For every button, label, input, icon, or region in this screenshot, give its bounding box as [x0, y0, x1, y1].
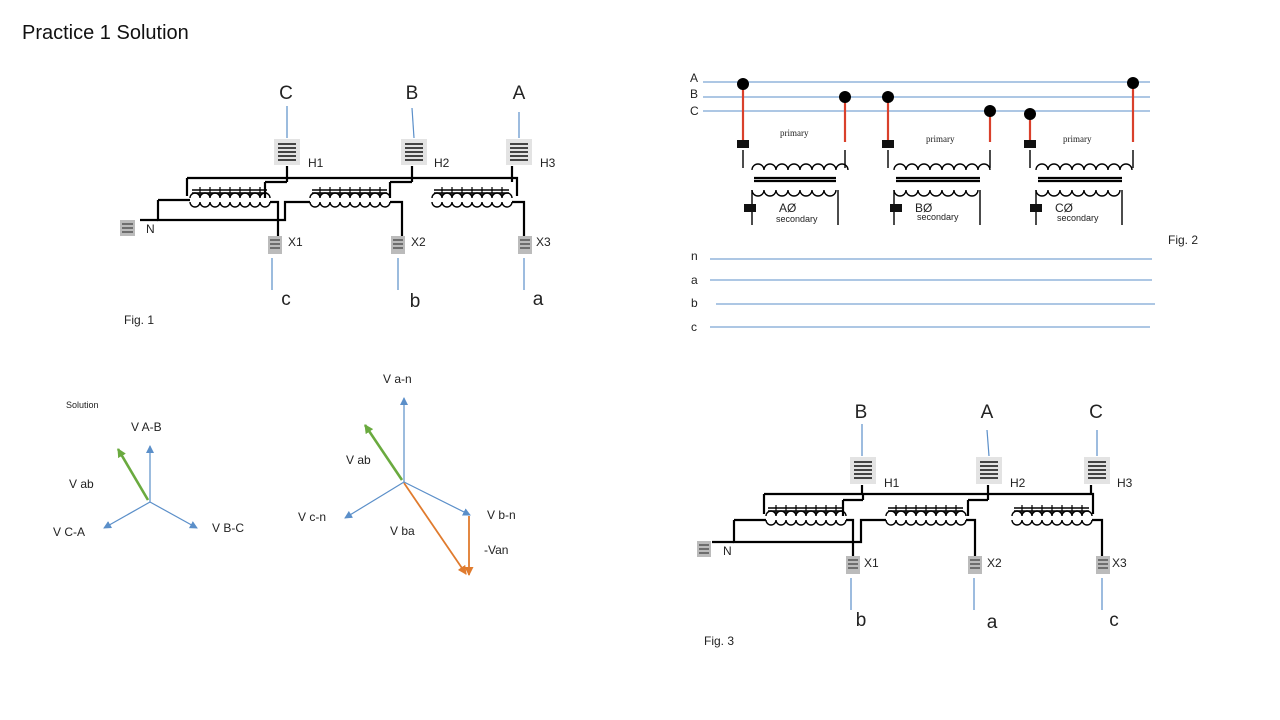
fig3-sec-label-b: b	[856, 610, 867, 631]
phasor-vca-label: V C-A	[53, 525, 85, 539]
fig2-t1-primary-label: primary	[780, 128, 809, 138]
fig1-sec-label-a: a	[533, 289, 544, 310]
fig3-line-label-b: B	[855, 402, 868, 423]
solution-heading: Solution	[66, 400, 99, 410]
fig1-neutral-bushing-icon	[120, 220, 135, 236]
fig3-h2-label: H2	[1010, 476, 1026, 490]
phasor-vcn-label: V c-n	[298, 510, 326, 524]
fig3-sec-label-c: c	[1109, 610, 1119, 631]
fig1-x3-bushing-icon	[518, 236, 532, 254]
fig2-bus-a-sec-label: a	[691, 273, 698, 287]
fig1-h2-label: H2	[434, 156, 450, 170]
fig3-line-label-a: A	[981, 402, 994, 423]
fig3-diagram: B A C H1 H2 H3	[697, 402, 1133, 648]
fig1-line-label-b: B	[406, 83, 419, 104]
fig2-caption: Fig. 2	[1168, 233, 1198, 247]
fig3-neutral-bushing-icon	[697, 541, 711, 557]
fig1-x2-bushing-icon	[391, 236, 405, 254]
fig1-x1-bushing-icon	[268, 236, 282, 254]
fig2-bus-c-sec-label: c	[691, 320, 697, 334]
solution-phasors: Solution V A-B V ab V C-A V B-C V a-n V …	[53, 372, 516, 576]
fig3-h1-label: H1	[884, 476, 900, 490]
fig3-x2-bushing-icon	[968, 556, 982, 574]
fig2-t3-phase-label: CØ	[1055, 201, 1073, 215]
phasor-vbc-label: V B-C	[212, 521, 244, 535]
fig1-x1-label: X1	[288, 235, 303, 249]
fig3-caption: Fig. 3	[704, 634, 734, 648]
fig2-t2-phase-label: BØ	[915, 201, 932, 215]
phasor-vab-left-label: V ab	[69, 477, 94, 491]
fig3-neutral-label: N	[723, 544, 732, 558]
fig2-diagram: A B C primary AØ secondary primary	[690, 71, 1198, 334]
fig1-neutral-label: N	[146, 222, 155, 236]
fig2-t1-secondary-label: secondary	[776, 214, 818, 224]
fig1-h2-bushing-icon	[401, 139, 427, 165]
fig1-caption: Fig. 1	[124, 313, 154, 327]
fig1-line-label-a: A	[513, 83, 526, 104]
fig3-h1-bushing-icon	[850, 457, 876, 484]
fig3-h3-bushing-icon	[1084, 457, 1110, 484]
fig3-line-label-c: C	[1089, 402, 1103, 423]
phasor-vab-right-label: V ab	[346, 453, 371, 467]
fig2-bus-b-sec-label: b	[691, 296, 698, 310]
fig1-x3-label: X3	[536, 235, 551, 249]
fig3-x3-bushing-icon	[1096, 556, 1110, 574]
phasor-vbn-label: V b-n	[487, 508, 516, 522]
fig2-t3-primary-label: primary	[1063, 134, 1092, 144]
fig2-bus-b-label: B	[690, 87, 698, 101]
fig1-line-label-c: C	[279, 83, 293, 104]
fig1-h1-bushing-icon	[274, 139, 300, 165]
fig1-h1-label: H1	[308, 156, 324, 170]
phasor-neg-van-label: -Van	[484, 543, 508, 557]
fig2-t1-phase-label: AØ	[779, 201, 796, 215]
fig3-x2-label: X2	[987, 556, 1002, 570]
phasor-vab-upper-label: V A-B	[131, 420, 162, 434]
fig3-sec-label-a: a	[987, 612, 998, 633]
fig1-diagram: C B A H1 H2 H3	[120, 83, 556, 327]
fig3-x3-label: X3	[1112, 556, 1127, 570]
fig3-h3-label: H3	[1117, 476, 1133, 490]
fig2-t2-secondary-label: secondary	[917, 212, 959, 222]
fig2-t3-secondary-label: secondary	[1057, 213, 1099, 223]
fig3-x1-bushing-icon	[846, 556, 860, 574]
page-title: Practice 1 Solution	[22, 22, 189, 44]
fig1-sec-label-b: b	[410, 291, 421, 312]
fig3-h2-bushing-icon	[976, 457, 1002, 484]
fig2-bus-n-label: n	[691, 249, 698, 263]
fig1-h3-label: H3	[540, 156, 556, 170]
fig1-h3-bushing-icon	[506, 139, 532, 165]
fig2-t2-primary-label: primary	[926, 134, 955, 144]
fig3-x1-label: X1	[864, 556, 879, 570]
phasor-van-label: V a-n	[383, 372, 412, 386]
fig1-x2-label: X2	[411, 235, 426, 249]
fig2-bus-c-label: C	[690, 104, 699, 118]
fig2-bus-a-label: A	[690, 71, 698, 85]
phasor-vba-label: V ba	[390, 524, 415, 538]
fig1-sec-label-c: c	[281, 289, 291, 310]
